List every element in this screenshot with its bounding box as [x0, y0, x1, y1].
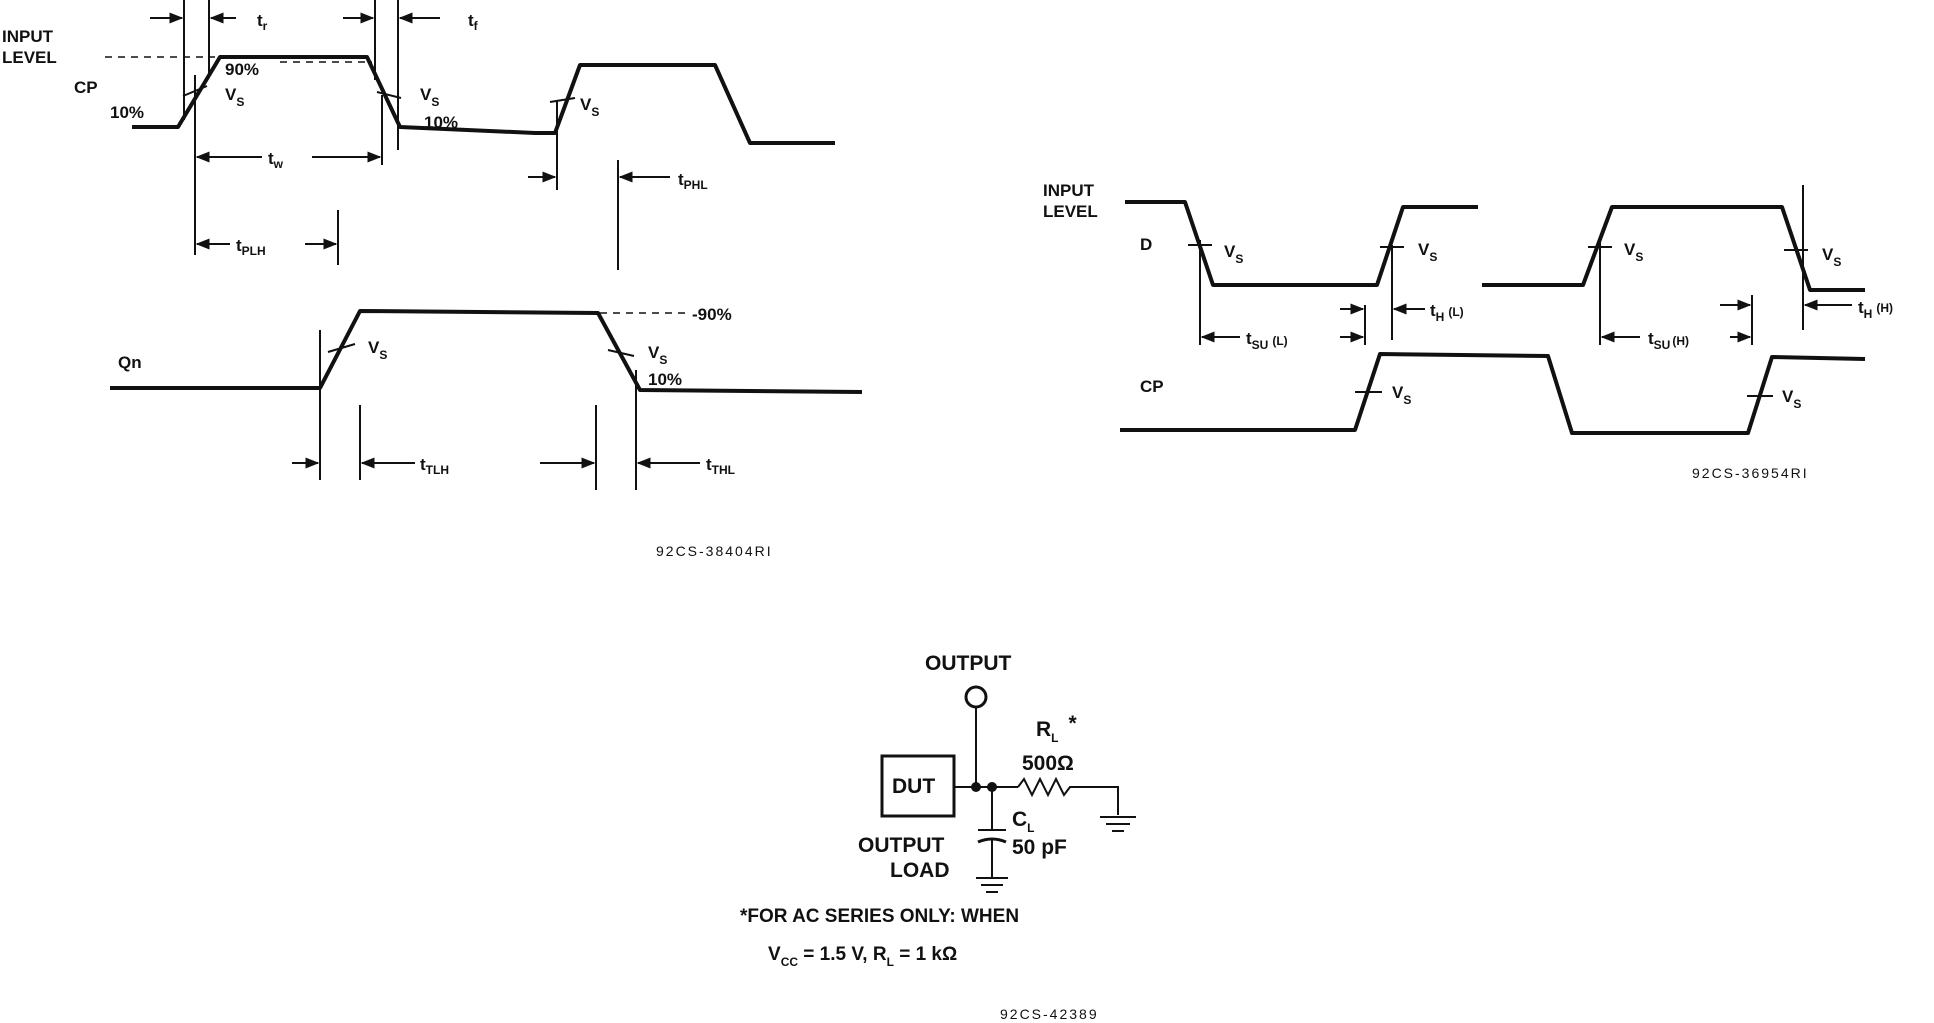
cp-vs1-label: VS: [1392, 383, 1411, 407]
qn-label: Qn: [118, 353, 142, 372]
qn-waveform: [110, 309, 863, 394]
output-load-circuit: OUTPUT DUT RL* 500Ω CL 50 pF OUTPUT LOAD…: [740, 652, 1136, 1022]
tsu-h-label: tSU(H): [1648, 329, 1689, 352]
tthl-label: tTHL: [706, 455, 735, 477]
footnote-line-1: *FOR AC SERIES ONLY: WHEN: [740, 906, 1019, 927]
diagram-code-bottom: 92CS-42389: [1000, 1006, 1099, 1022]
diagram-code-right: 92CS-36954RI: [1692, 465, 1809, 481]
d-vs4-label: VS: [1822, 245, 1841, 269]
setup-input-level-2: LEVEL: [1043, 202, 1098, 221]
cp-label: CP: [74, 78, 98, 97]
dut-label: DUT: [892, 775, 935, 798]
propagation-delay-diagram: INPUT LEVEL CP 10% 90% VS VS 10% VS tr t…: [2, 0, 863, 559]
vs-tick-1: [182, 85, 208, 97]
qn-vs2-label: VS: [648, 343, 667, 367]
capacitor-plate-bottom: [977, 837, 1007, 844]
resistor-value-label: 500Ω: [1022, 752, 1074, 775]
tphl-label: tPHL: [678, 170, 708, 192]
tplh-label: tPLH: [236, 236, 266, 258]
th-h-label: tH(H): [1858, 298, 1893, 321]
ten-pct-label-2: 10%: [424, 113, 458, 132]
output-load-label-2: LOAD: [890, 859, 950, 882]
d-waveform-2: [1482, 205, 1865, 292]
vs3-label: VS: [580, 95, 599, 119]
qn-vs-tick-1: [327, 343, 356, 353]
footnote-line-2: VCC = 1.5 V, RL = 1 kΩ: [768, 944, 957, 969]
setup-hold-diagram: INPUT LEVEL D CP VS VS VS VS VS VS tSU(L…: [1043, 181, 1893, 481]
d-waveform-1: [1125, 200, 1478, 287]
vs1-label: VS: [225, 85, 244, 109]
ninety-pct-label: 90%: [225, 60, 259, 79]
tsu-l-label: tSU(L): [1246, 329, 1288, 352]
qn-ten-pct-label: 10%: [648, 370, 682, 389]
junction-dot-1: [971, 782, 981, 792]
input-level-label-2: LEVEL: [2, 48, 57, 67]
qn-ninety-label: -90%: [692, 305, 732, 324]
qn-vs-tick-2: [607, 349, 635, 357]
vs-tick-2: [376, 91, 402, 99]
output-terminal: [964, 685, 988, 709]
input-level-label-1: INPUT: [2, 27, 54, 46]
d-vs2-label: VS: [1418, 240, 1437, 264]
tf-label: tf: [468, 11, 479, 33]
d-vs1-label: VS: [1224, 242, 1243, 266]
cp-waveform: [132, 55, 835, 145]
vs2-label: VS: [420, 85, 439, 109]
output-load-label-1: OUTPUT: [858, 834, 945, 857]
cp-vs2-label: VS: [1782, 387, 1801, 411]
cp2-waveform: [1120, 352, 1866, 435]
diagram-code-left: 92CS-38404RI: [656, 543, 773, 559]
d-label: D: [1140, 235, 1152, 254]
ttlh-label: tTLH: [420, 455, 449, 477]
cp-label-right: CP: [1140, 377, 1164, 396]
output-label: OUTPUT: [925, 652, 1012, 675]
d-vs3-label: VS: [1624, 240, 1643, 264]
setup-input-level-1: INPUT: [1043, 181, 1095, 200]
tw-label: tw: [268, 149, 284, 171]
tr-label: tr: [257, 11, 268, 33]
cl-label: CL: [1012, 808, 1035, 835]
resistor-symbol: [1017, 776, 1119, 815]
vs-tick-3: [549, 97, 576, 103]
th-l-label: tH(L): [1430, 301, 1464, 324]
capacitor-value-label: 50 pF: [1012, 836, 1067, 859]
ten-pct-label: 10%: [110, 103, 144, 122]
qn-vs1-label: VS: [368, 338, 387, 362]
rl-label: RL*: [1036, 712, 1078, 745]
